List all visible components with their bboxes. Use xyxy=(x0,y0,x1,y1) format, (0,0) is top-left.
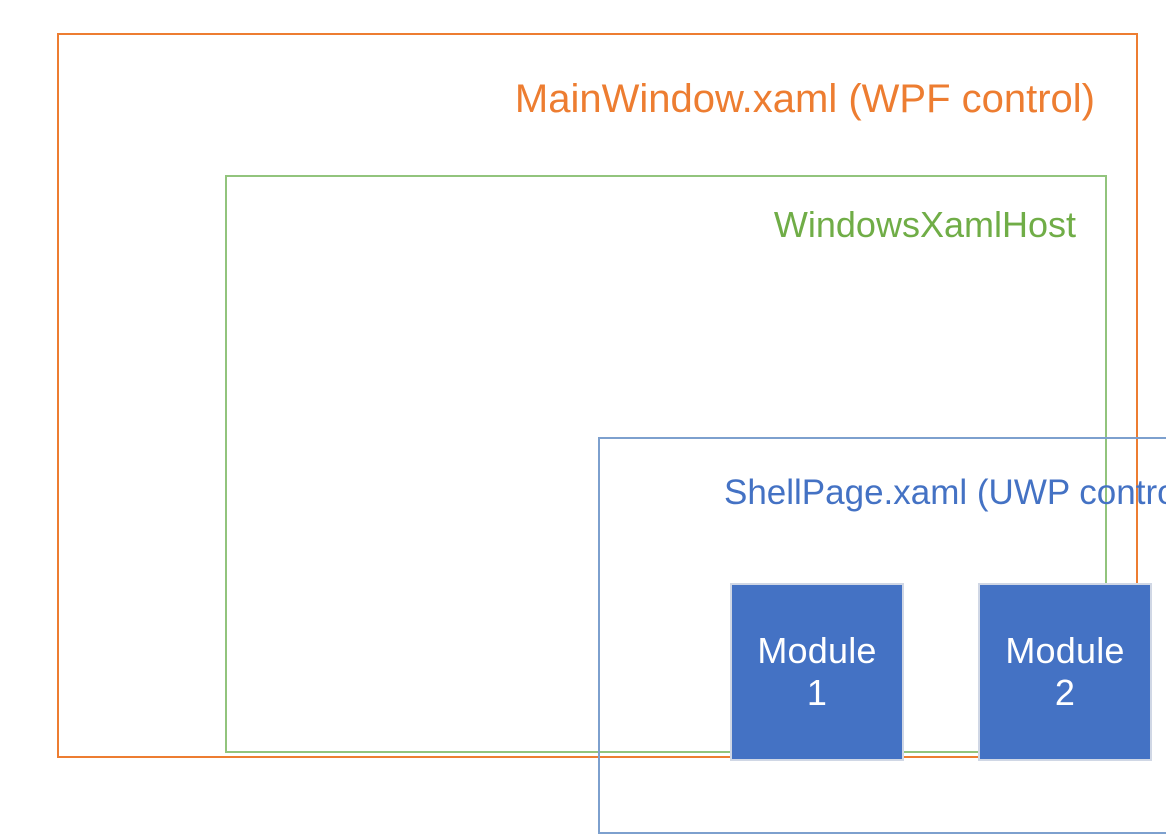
layer-shellpage-title: ShellPage.xaml (UWP control) xyxy=(723,473,1166,512)
layer-shellpage: ShellPage.xaml (UWP control) Module 1 Mo… xyxy=(598,437,1166,834)
module-2-label-line1: Module xyxy=(1005,629,1125,671)
layer-windowsxamlhost-title: WindowsXamlHost xyxy=(773,204,1076,245)
layer-mainwindow: MainWindow.xaml (WPF control) WindowsXam… xyxy=(57,33,1166,834)
module-2-label: Module 2 xyxy=(1005,630,1124,715)
module-box-1: Module 1 xyxy=(730,583,904,761)
module-box-2: Module 2 xyxy=(978,583,1152,761)
module-2-label-line2: 2 xyxy=(1054,672,1076,713)
module-1-label-line2: 1 xyxy=(806,672,828,713)
module-1-label-line1: Module xyxy=(757,629,877,671)
layer-mainwindow-title: MainWindow.xaml (WPF control) xyxy=(514,77,1095,121)
module-1-label: Module 1 xyxy=(757,630,876,715)
diagram-canvas: MainWindow.xaml (WPF control) WindowsXam… xyxy=(57,33,1166,834)
layer-windowsxamlhost: WindowsXamlHost ShellPage.xaml (UWP cont… xyxy=(225,175,1166,834)
